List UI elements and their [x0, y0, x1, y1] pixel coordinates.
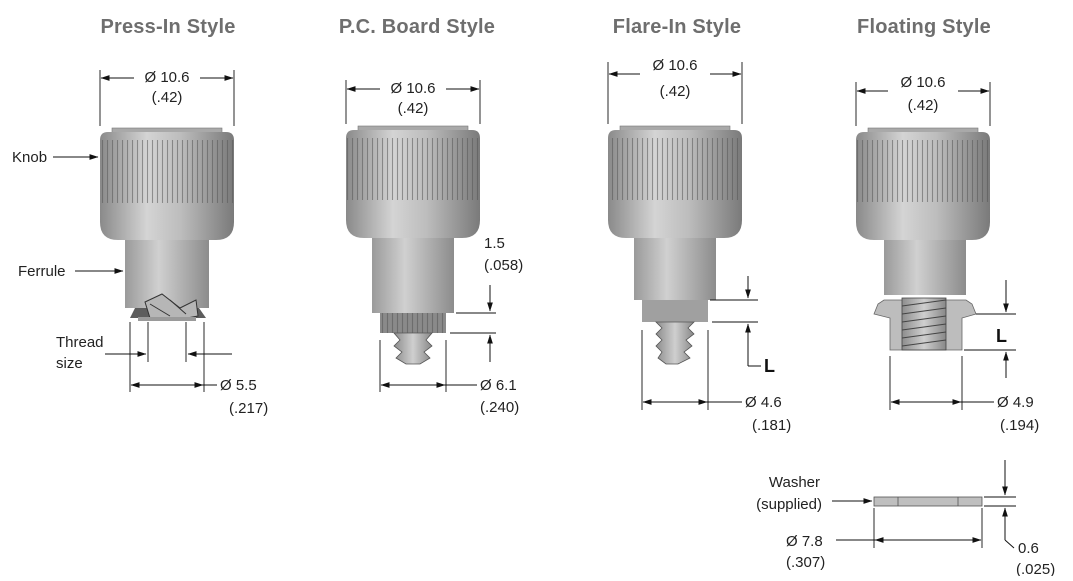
press-in-fastener — [100, 127, 234, 321]
pc-board-top-dia-in: (.42) — [398, 100, 429, 117]
press-in-bottom-dia: Ø 5.5 — [220, 377, 257, 394]
washer-dia-in: (.307) — [786, 554, 825, 571]
floating-top-dia: Ø 10.6 — [900, 74, 945, 91]
pc-board-height-in: (.058) — [484, 257, 523, 274]
floating-title: Floating Style — [857, 16, 991, 38]
pc-board-fastener — [346, 125, 480, 365]
flare-in-length-label: L — [764, 356, 775, 376]
ferrule-label: Ferrule — [18, 263, 66, 280]
thread-size-label-2: size — [56, 355, 83, 372]
floating-bottom-dia: Ø 4.9 — [997, 394, 1034, 411]
floating-fastener — [856, 127, 990, 351]
pc-board-title: P.C. Board Style — [339, 16, 495, 38]
pc-board-bottom-dia: Ø 6.1 — [480, 377, 517, 394]
knob-label: Knob — [12, 149, 47, 166]
floating-top-dia-in: (.42) — [908, 97, 939, 114]
flare-in-top-dia-in: (.42) — [660, 83, 691, 100]
pc-board-top-dia: Ø 10.6 — [390, 80, 435, 97]
pc-board-height: 1.5 — [484, 235, 505, 252]
press-in-bottom-dia-in: (.217) — [229, 400, 268, 417]
flare-in-title: Flare-In Style — [613, 16, 741, 38]
press-in-top-dia: Ø 10.6 — [144, 69, 189, 86]
flare-in-top-dia: Ø 10.6 — [652, 57, 697, 74]
press-in-title: Press-In Style — [100, 16, 235, 38]
flare-in-bottom-dia: Ø 4.6 — [745, 394, 782, 411]
washer-label-1: Washer — [769, 474, 820, 491]
floating-bottom-dia-in: (.194) — [1000, 417, 1039, 434]
floating-length-label: L — [996, 326, 1007, 346]
flare-in-bottom-dia-in: (.181) — [752, 417, 791, 434]
washer-dia: Ø 7.8 — [786, 533, 823, 550]
washer-thickness-in: (.025) — [1016, 561, 1055, 576]
pc-board-bottom-dia-in: (.240) — [480, 399, 519, 416]
washer-part — [873, 496, 983, 507]
washer-thickness: 0.6 — [1018, 540, 1039, 557]
thread-size-label-1: Thread — [56, 334, 104, 351]
press-in-top-dia-in: (.42) — [152, 89, 183, 106]
flare-in-fastener — [608, 125, 742, 365]
washer-label-2: (supplied) — [756, 496, 822, 513]
